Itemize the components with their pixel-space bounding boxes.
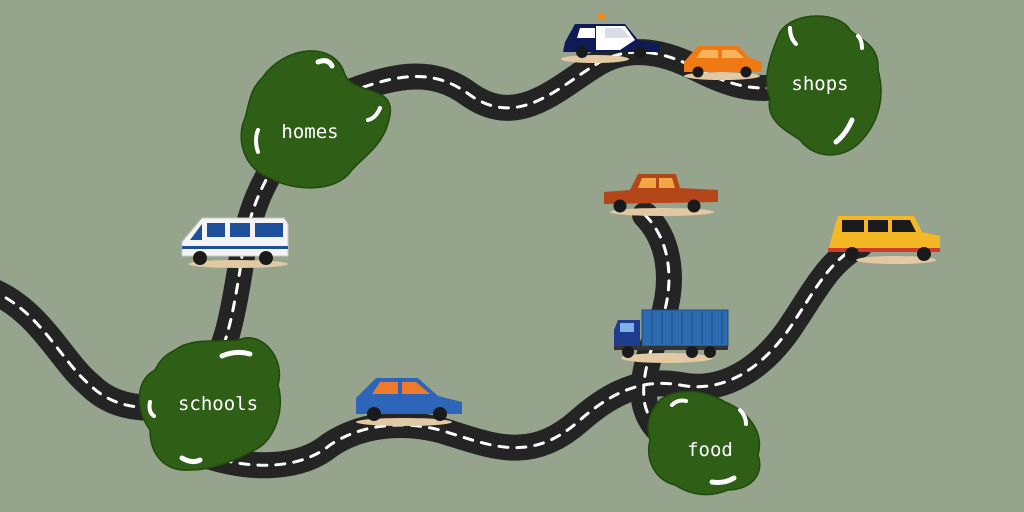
destination-homes: homes [240, 50, 391, 189]
blob-highlight [833, 117, 855, 145]
truck-body [604, 174, 718, 204]
car-window [696, 50, 718, 58]
destination-schools: schools [138, 337, 281, 471]
van-icon [181, 217, 289, 268]
blob-highlight [179, 455, 203, 465]
suv-icon [828, 216, 940, 264]
blob-food [647, 390, 761, 496]
car-window [372, 382, 398, 394]
van-stripe [182, 246, 288, 249]
dash-right-curve [678, 243, 862, 389]
dash-bottom [203, 381, 682, 467]
orange-car-icon [684, 46, 762, 80]
pickup-truck-icon [604, 174, 718, 216]
wheel [686, 346, 698, 358]
blob-highlight [738, 408, 748, 426]
blob-schools [138, 337, 281, 471]
dust [621, 353, 713, 363]
blob-highlight [254, 128, 260, 154]
blue-car-icon [356, 378, 462, 426]
wheel [740, 66, 752, 78]
wheel [367, 407, 381, 421]
dust [856, 256, 936, 264]
wheel [917, 247, 931, 261]
van-window [190, 224, 202, 240]
wheel [634, 46, 646, 58]
truck-window [638, 178, 656, 188]
destination-label-shops: shops [791, 73, 848, 95]
destination-food: food [647, 390, 761, 496]
suv-window [892, 220, 916, 232]
dust [610, 208, 714, 216]
car-window [722, 50, 744, 58]
blob-highlight [366, 106, 382, 122]
cargo-container [641, 309, 729, 347]
car-window [605, 28, 630, 38]
wheel [613, 199, 627, 213]
wheel [622, 346, 634, 358]
container-ribs [651, 312, 723, 344]
siren [598, 14, 606, 19]
blob-highlight [788, 26, 798, 46]
truck-window [659, 178, 675, 188]
wheel [687, 199, 701, 213]
van-window [207, 223, 225, 237]
wheel [193, 251, 207, 265]
blob-highlight [856, 34, 864, 50]
cab-window [620, 323, 634, 332]
van-window [230, 223, 250, 237]
truck-chassis [614, 346, 728, 350]
suv-window [868, 220, 888, 232]
van-window [255, 223, 283, 237]
wheel [692, 66, 704, 78]
wheel [704, 346, 716, 358]
cargo-truck-icon [614, 309, 729, 363]
destination-label-homes: homes [281, 121, 338, 143]
wheel [576, 46, 588, 58]
dust [561, 55, 629, 63]
blob-highlight [315, 58, 335, 69]
wheel [259, 251, 273, 265]
car-window [402, 382, 430, 394]
blob-highlight [670, 398, 688, 407]
blob-highlight [709, 475, 737, 485]
destination-label-food: food [687, 439, 733, 461]
suv-bumper [828, 248, 940, 252]
police-car-icon [561, 14, 660, 63]
blob-highlight [219, 349, 253, 359]
wheel [845, 247, 859, 261]
wheel [433, 407, 447, 421]
destination-shops: shops [766, 15, 882, 156]
blob-highlight [147, 400, 156, 418]
blob-homes [240, 50, 391, 189]
suv-window [842, 220, 864, 232]
dust [356, 418, 452, 426]
destination-label-schools: schools [178, 393, 258, 415]
car-window [577, 28, 595, 38]
